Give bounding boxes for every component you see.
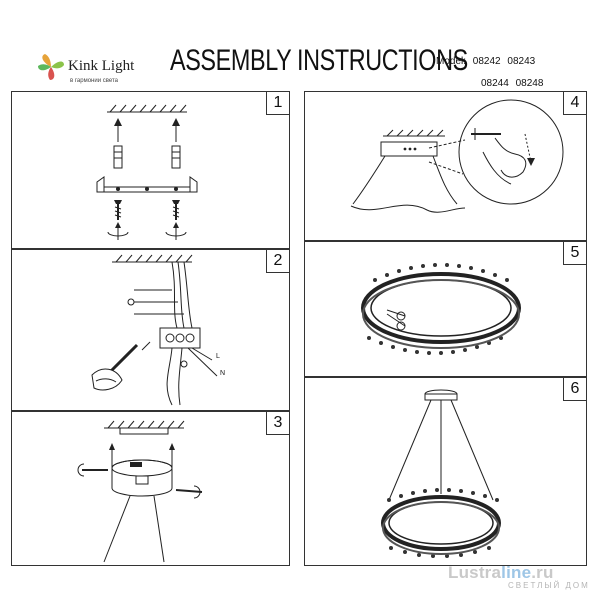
wiring-illustration [91, 254, 218, 406]
model-row-1: Model: 08242 08243 [436, 56, 539, 67]
step-panel-5: 5 [304, 241, 587, 377]
step-panel-1: 1 [11, 91, 290, 249]
watermark-suffix: .ru [531, 563, 554, 582]
model-label: Model: [436, 56, 467, 67]
step-number: 1 [266, 92, 289, 115]
step-panel-2: 2 L N [11, 249, 290, 411]
installed-chandelier-illustration [381, 389, 501, 558]
step-number: 5 [563, 242, 586, 265]
model-number: 08243 [507, 56, 536, 67]
model-number: 08244 [481, 78, 509, 89]
step-panel-6: 6 [304, 377, 587, 566]
watermark-prefix: Lustra [448, 563, 502, 582]
canopy-fixing-illustration [77, 420, 203, 563]
live-wire-label: L [216, 353, 220, 360]
step-number: 4 [563, 92, 586, 115]
logo-name: Kink Light [68, 58, 135, 74]
step-panel-4: 4 [304, 91, 587, 241]
ring-film-removal-illustration [361, 263, 521, 355]
cable-adjust-illustration [350, 99, 564, 213]
model-row-2: 08244 08248 [481, 78, 547, 89]
bracket-mounting-illustration [96, 104, 198, 240]
leaf-logo-icon [38, 54, 64, 80]
step-number: 2 [266, 250, 289, 273]
model-number: 08248 [515, 78, 544, 89]
neutral-wire-label: N [220, 370, 226, 377]
page-title: ASSEMBLY INSTRUCTIONS [170, 44, 468, 77]
brand-logo: Kink Light в гармонии света [36, 48, 156, 92]
scissors-icon [386, 309, 406, 331]
model-number: 08242 [472, 56, 501, 67]
watermark-tagline: СВЕТЛЫЙ ДОМ [508, 581, 590, 590]
step-panel-3: 3 [11, 411, 290, 566]
watermark-brand: Lustraline.ru [448, 563, 590, 583]
step-number: 3 [266, 412, 289, 435]
watermark: Lustraline.ru СВЕТЛЫЙ ДОМ [448, 563, 590, 590]
logo-tagline: в гармонии света [70, 78, 119, 84]
step-number: 6 [563, 378, 586, 401]
watermark-accent: line [501, 563, 532, 582]
screw-icon [114, 200, 122, 220]
